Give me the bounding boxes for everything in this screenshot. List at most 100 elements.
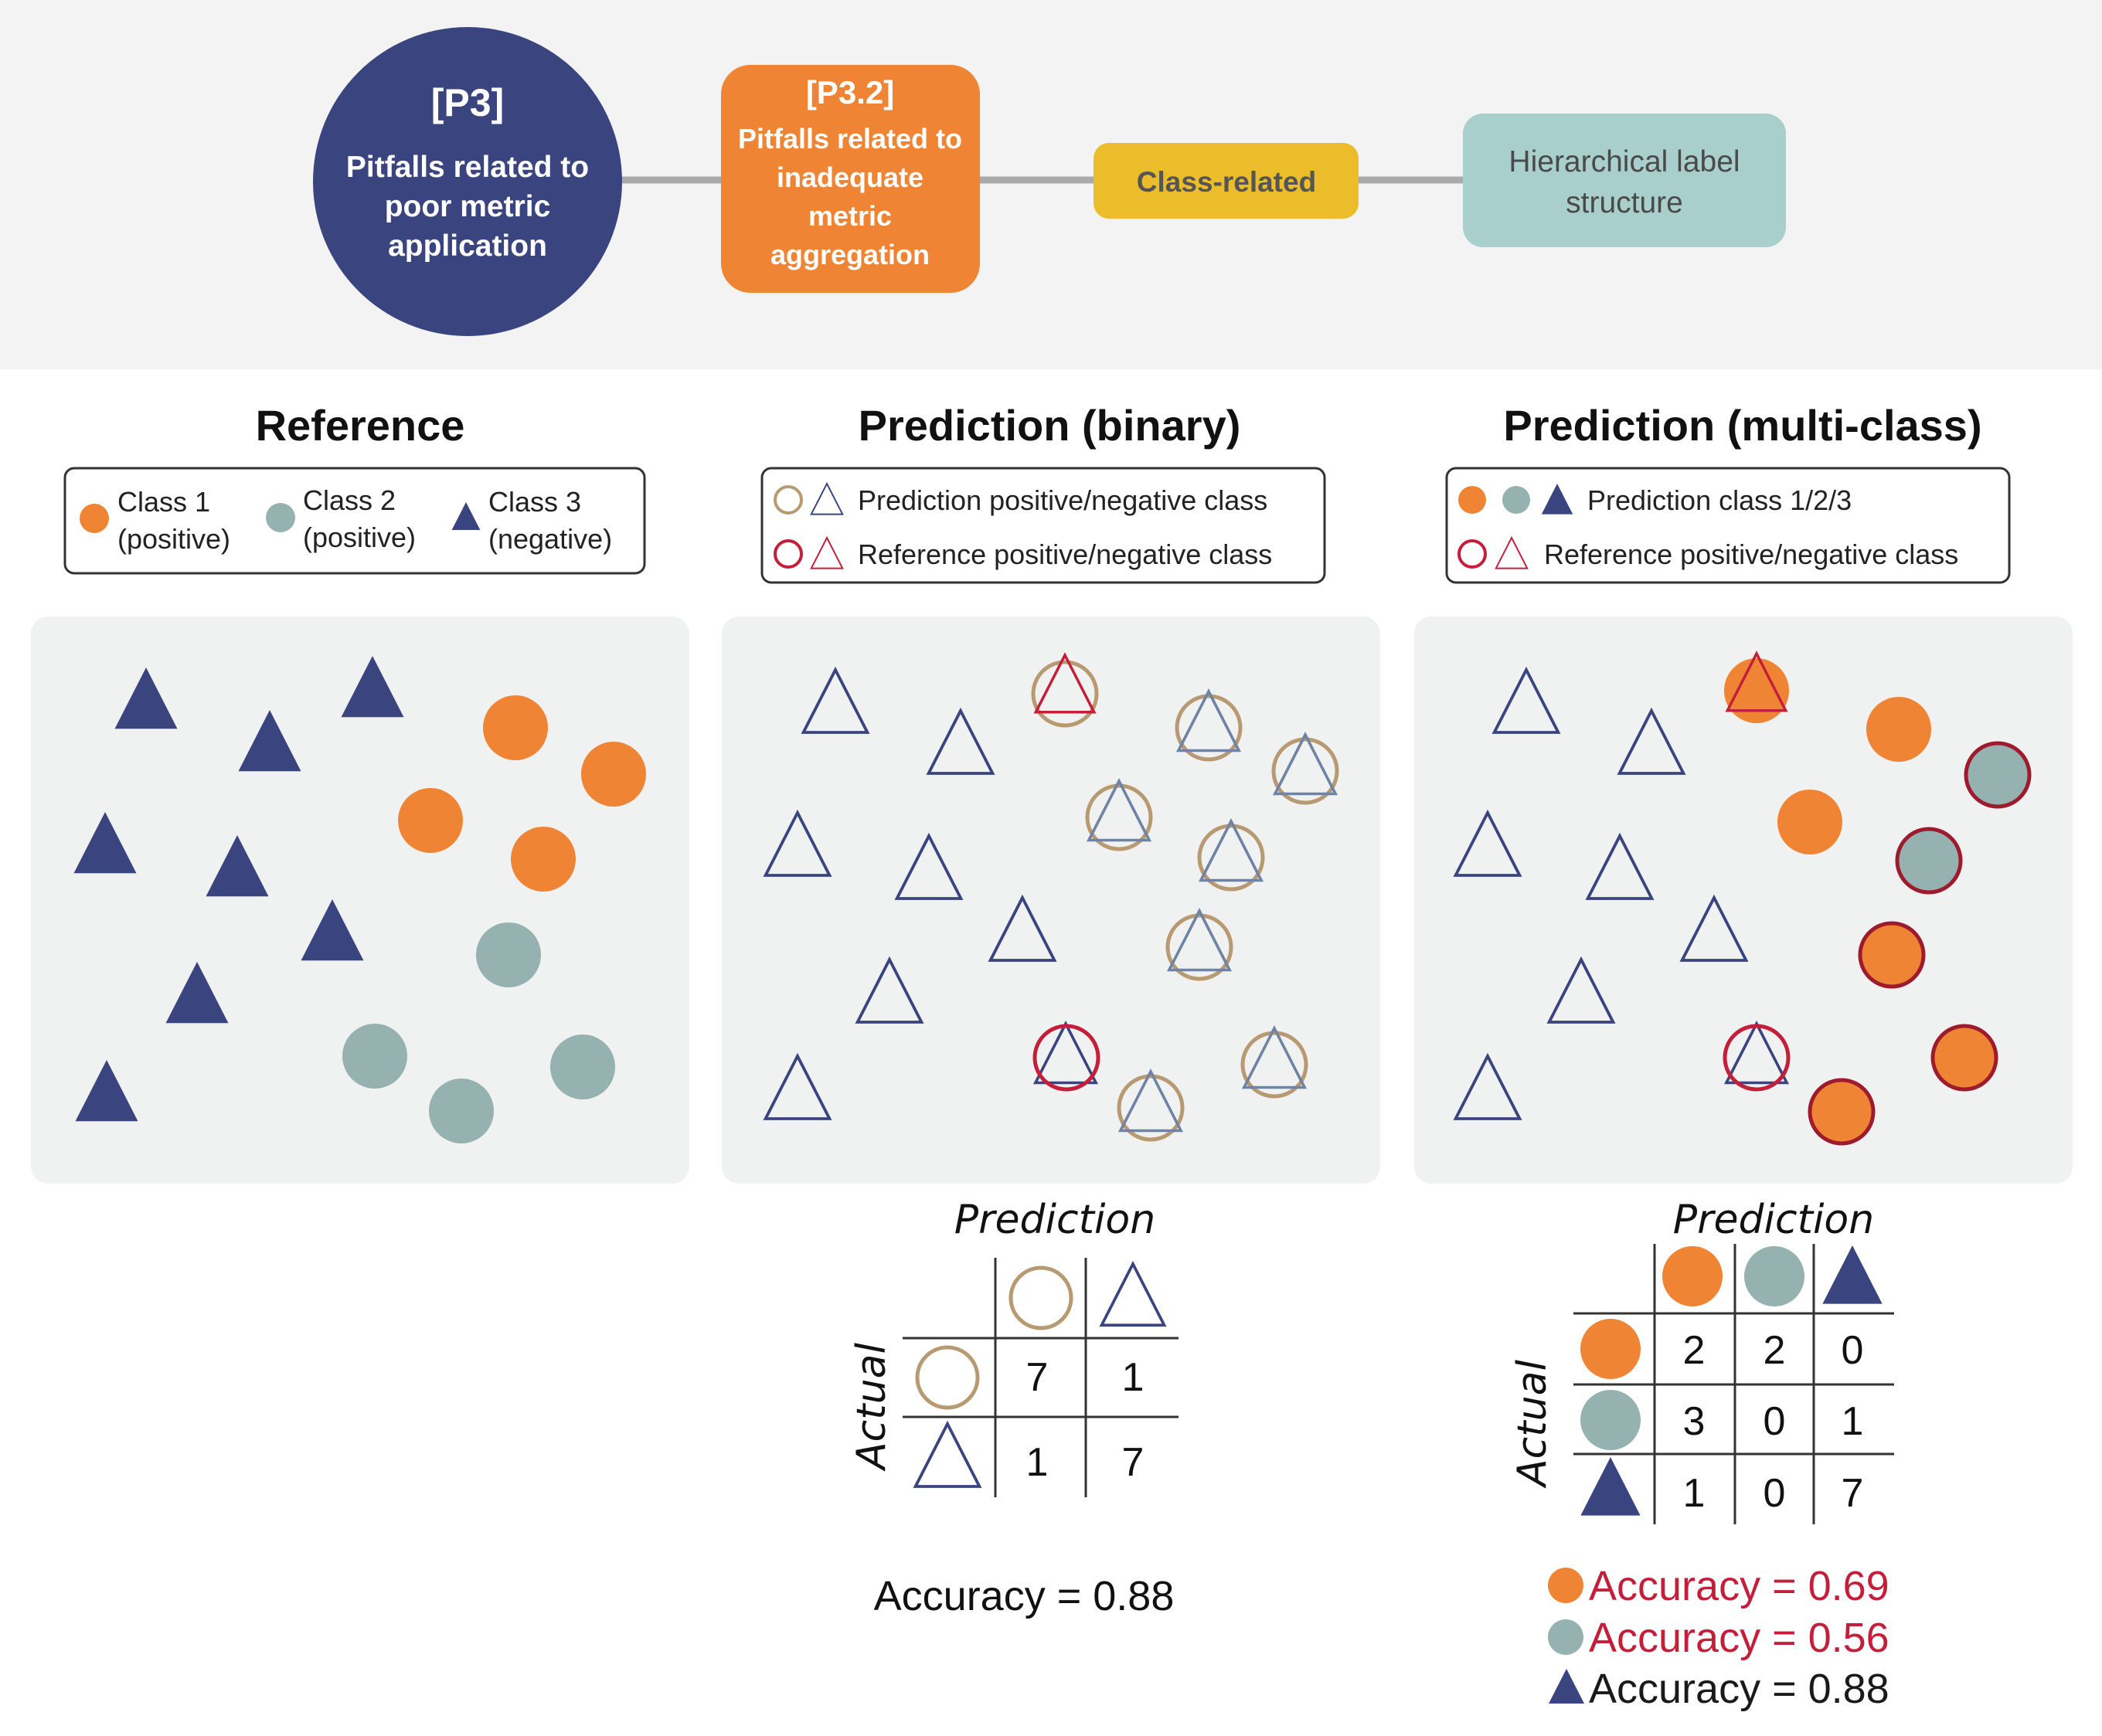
class-2-circle — [550, 1034, 615, 1099]
predicted-class-1-circle — [1866, 697, 1931, 762]
matrix-positive-circle-icon — [1008, 1265, 1073, 1330]
matrix-cell: 0 — [1764, 1471, 1786, 1516]
orange-circle-icon — [1548, 1568, 1583, 1603]
p32-line: metric — [808, 200, 892, 232]
red-circle-outline-icon — [1457, 539, 1487, 569]
legend-class-2-sub: (positive) — [303, 521, 416, 553]
matrix-negative-triangle-icon — [1102, 1264, 1165, 1325]
reference-shapes — [73, 656, 646, 1143]
matrix-cell: 0 — [1764, 1399, 1786, 1444]
multiclass-matrix-prediction-label: Prediction — [1673, 1197, 1874, 1243]
matrix-cell: 1 — [1683, 1471, 1706, 1516]
p32-code: [P3.2] — [806, 74, 894, 110]
binary-title: Prediction (binary) — [859, 401, 1241, 450]
class-1-circle — [581, 742, 646, 807]
legend-class-1-sub: (positive) — [117, 523, 230, 555]
p32-line: Pitfalls related to — [738, 123, 962, 155]
reference-positive-circle — [1723, 1024, 1791, 1092]
binary-confusion-matrix: Prediction Actual 7 1 1 7 — [849, 1197, 1179, 1497]
legend-class-3: Class 3 — [488, 486, 581, 518]
matrix-class-3-icon — [1580, 1457, 1641, 1516]
teal-circle-icon — [1548, 1619, 1583, 1655]
class-2-circle — [429, 1079, 494, 1143]
multiclass-legend-prediction: Prediction class 1/2/3 — [1587, 484, 1852, 516]
hierarchical-line: structure — [1566, 186, 1683, 219]
matrix-class-3-icon — [1822, 1245, 1883, 1304]
multiclass-legend-reference: Reference positive/negative class — [1544, 538, 1958, 570]
matrix-cell: 3 — [1683, 1399, 1706, 1444]
class-1-circle — [511, 827, 576, 892]
predicted-class-2-circle — [1964, 741, 2032, 809]
matrix-class-1-icon — [1662, 1246, 1723, 1306]
matrix-cell: 7 — [1842, 1471, 1864, 1516]
orange-circle-icon — [80, 504, 109, 533]
multiclass-shapes — [1456, 654, 2032, 1146]
reference-title: Reference — [256, 401, 465, 450]
class-2-circle — [342, 1024, 407, 1089]
matrix-cell: 2 — [1764, 1328, 1786, 1373]
navy-triangle-icon — [1549, 1669, 1584, 1704]
class-1-circle — [483, 695, 548, 760]
multiclass-legend: Prediction class 1/2/3 Reference positiv… — [1445, 467, 2011, 584]
legend-class-3-sub: (negative) — [488, 523, 612, 555]
matrix-cell: 7 — [1122, 1440, 1145, 1485]
orange-circle-icon — [1458, 486, 1486, 514]
binary-matrix-actual-label: Actual — [849, 1343, 895, 1472]
binary-legend-reference: Reference positive/negative class — [858, 538, 1272, 570]
matrix-class-1-icon — [1580, 1319, 1641, 1379]
matrix-cell: 2 — [1683, 1328, 1706, 1373]
multiclass-title: Prediction (multi-class) — [1503, 401, 1981, 450]
multiclass-matrix-actual-label: Actual — [1509, 1360, 1556, 1489]
binary-legend-prediction: Prediction positive/negative class — [858, 484, 1267, 516]
binary-shapes — [766, 655, 1337, 1140]
red-circle-outline-icon — [774, 539, 803, 569]
legend-class-1: Class 1 — [117, 486, 210, 518]
predicted-class-2-circle — [1895, 827, 1963, 895]
legend-class-2: Class 2 — [303, 484, 396, 516]
class-2-circle — [476, 922, 541, 987]
class-related-node: Class-related — [1094, 143, 1359, 219]
predicted-positive-circle — [1031, 660, 1099, 728]
matrix-cell: 1 — [1122, 1355, 1145, 1400]
class-related-label: Class-related — [1137, 166, 1316, 198]
reference-legend: Class 1 (positive) Class 2 (positive) Cl… — [63, 467, 646, 575]
binary-matrix-prediction-label: Prediction — [954, 1197, 1155, 1243]
matrix-class-2-icon — [1580, 1390, 1641, 1450]
matrix-cell: 7 — [1026, 1355, 1049, 1400]
tan-circle-outline-icon — [774, 485, 803, 515]
p3-line: poor metric — [385, 190, 551, 223]
predicted-class-1-circle — [1808, 1078, 1876, 1146]
class-3-accuracy: Accuracy = 0.88 — [1589, 1666, 1889, 1712]
class-1-accuracy: Accuracy = 0.69 — [1589, 1563, 1889, 1609]
matrix-cell: 0 — [1842, 1328, 1864, 1373]
predicted-class-1-circle — [1858, 921, 1926, 989]
matrix-cell: 1 — [1026, 1440, 1049, 1485]
matrix-cell: 1 — [1842, 1399, 1864, 1444]
matrix-class-2-icon — [1744, 1246, 1804, 1306]
multiclass-accuracies: Accuracy = 0.69 Accuracy = 0.56 Accuracy… — [1548, 1563, 1889, 1712]
matrix-negative-triangle-icon — [916, 1424, 980, 1486]
binary-legend: Prediction positive/negative class Refer… — [760, 467, 1326, 584]
class-2-accuracy: Accuracy = 0.56 — [1589, 1615, 1889, 1661]
p32-node: [P3.2] Pitfalls related to inadequate me… — [721, 65, 980, 293]
matrix-positive-circle-icon — [915, 1345, 980, 1410]
true-positive-group — [1087, 691, 1337, 1140]
teal-circle-icon — [266, 503, 295, 532]
hierarchical-line: Hierarchical label — [1508, 145, 1740, 178]
teal-circle-icon — [1502, 486, 1530, 514]
predicted-class-1-circle — [1930, 1024, 1998, 1092]
predicted-class-1-circle — [1724, 658, 1789, 723]
p3-line: Pitfalls related to — [346, 151, 589, 184]
predicted-class-1-circle — [1777, 790, 1842, 854]
p32-line: aggregation — [770, 239, 930, 270]
multiclass-confusion-matrix: Prediction Actual 2 2 0 3 0 1 1 0 7 — [1509, 1197, 1894, 1524]
p3-line: application — [388, 229, 547, 263]
p3-node: [P3] Pitfalls related to poor metric app… — [313, 27, 622, 336]
p3-code: [P3] — [431, 81, 504, 124]
binary-accuracy: Accuracy = 0.88 — [874, 1573, 1175, 1619]
false-negative-circle — [1032, 1024, 1100, 1092]
class-1-circle — [398, 788, 463, 853]
p32-line: inadequate — [777, 161, 923, 193]
hierarchical-node: Hierarchical label structure — [1463, 114, 1786, 247]
